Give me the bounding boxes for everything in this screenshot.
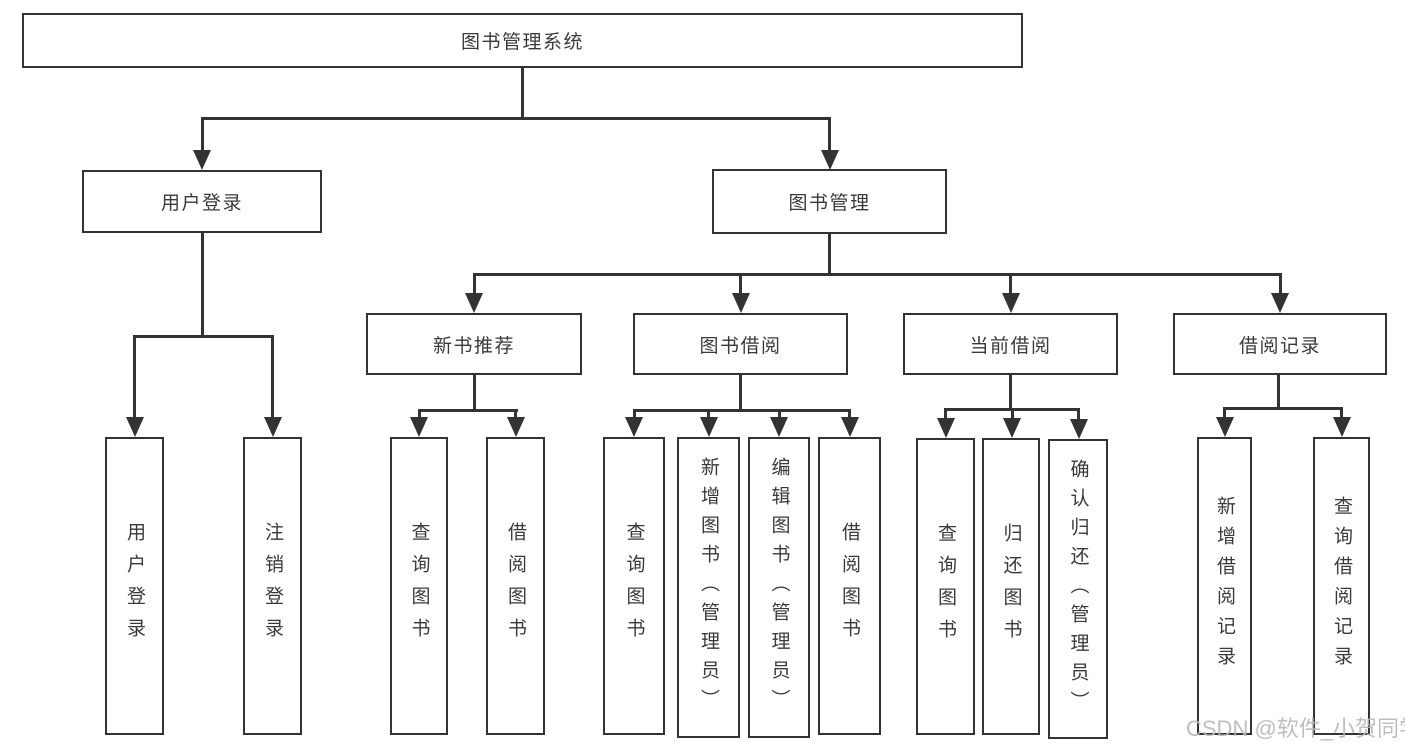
leaf-edit-books-admin: 编辑图书（管理员）	[748, 437, 810, 738]
node-root-label: 图书管理系统	[460, 32, 584, 53]
leaf-query-books-current-label: 查询图书	[935, 522, 956, 651]
leaf-user-login: 用户登录	[105, 437, 164, 735]
connector-borrow-records-stem	[1276, 374, 1280, 410]
arrowhead-leaf-query-cur	[936, 418, 955, 438]
connector-leaf-login-drop	[133, 335, 136, 419]
arrowhead-leaf-add-books	[699, 417, 718, 437]
leaf-borrow-books-recommend-label: 借阅图书	[505, 522, 526, 650]
leaf-user-login-label: 用户登录	[124, 522, 145, 650]
leaf-query-books-borrow-label: 查询图书	[623, 522, 645, 650]
node-user-login: 用户登录	[82, 170, 322, 233]
leaf-return-books: 归还图书	[982, 438, 1040, 735]
connector-borrow-records-drop	[1278, 273, 1282, 295]
arrowhead-leaf-borrow-rec	[506, 417, 525, 437]
node-new-book-recommend-label: 新书推荐	[432, 335, 515, 357]
connector-leaf-borrow-bor-drop	[848, 409, 851, 419]
connector-user-login-drop	[200, 117, 204, 152]
leaf-return-books-label: 归还图书	[1000, 522, 1022, 651]
connector-leaf-logout-drop	[271, 335, 274, 419]
leaf-borrow-books-borrow-label: 借阅图书	[839, 522, 860, 650]
leaf-query-borrow-record: 查询借阅记录	[1313, 437, 1370, 735]
connector-leaf-query-rec-drop	[417, 409, 421, 419]
leaf-query-books-recommend-label: 查询图书	[408, 522, 430, 650]
node-user-login-label: 用户登录	[160, 193, 243, 214]
leaf-add-borrow-record-label: 新增借阅记录	[1214, 496, 1235, 676]
leaf-borrow-books-borrow: 借阅图书	[818, 437, 881, 735]
arrowhead-leaf-edit-books	[770, 417, 788, 437]
arrowhead-leaf-confirm	[1069, 419, 1088, 439]
leaf-logout: 注销登录	[243, 437, 302, 735]
arrowhead-leaf-query-rec2	[1332, 417, 1351, 437]
connector-leaf-return-drop	[1010, 407, 1014, 419]
connector-user-login-stem	[200, 231, 204, 338]
node-borrow-records-label: 借阅记录	[1238, 335, 1321, 357]
leaf-logout-label: 注销登录	[262, 522, 283, 650]
node-book-borrow-label: 图书借阅	[699, 335, 782, 357]
connector-borrow-records-bus	[1223, 407, 1343, 410]
connector-book-mgmt-bus	[472, 273, 1282, 276]
leaf-query-books-current: 查询图书	[916, 438, 975, 735]
connector-leaf-query-bor-drop	[632, 409, 636, 419]
arrowhead-leaf-return	[1003, 418, 1021, 438]
leaf-query-books-recommend: 查询图书	[390, 437, 448, 735]
connector-root-stem	[520, 66, 524, 120]
arrowhead-book-mgmt	[820, 150, 839, 170]
connector-current-borrow-stem	[1009, 374, 1012, 410]
arrowhead-leaf-add-rec	[1215, 417, 1234, 437]
connector-new-book-rec-bus	[417, 409, 518, 412]
leaf-add-books-admin: 新增图书（管理员）	[677, 437, 740, 738]
node-current-borrow: 当前借阅	[903, 313, 1118, 375]
csdn-watermark: CSDN @软件_小贺同学	[1186, 716, 1405, 741]
leaf-add-borrow-record: 新增借阅记录	[1197, 437, 1252, 735]
leaf-borrow-books-recommend: 借阅图书	[486, 437, 545, 735]
connector-book-mgmt-stem	[828, 232, 831, 276]
connector-leaf-confirm-drop	[1077, 407, 1080, 420]
connector-leaf-query-cur-drop	[944, 407, 947, 419]
arrowhead-borrow-records	[1271, 293, 1289, 313]
connector-book-borrow-stem	[739, 374, 742, 412]
arrowhead-user-login	[193, 150, 211, 170]
leaf-confirm-return-admin: 确认归还（管理员）	[1048, 439, 1108, 739]
node-book-borrow: 图书借阅	[633, 313, 848, 375]
leaf-add-books-admin-label: 新增图书（管理员）	[698, 457, 719, 718]
connector-root-bus	[200, 117, 830, 120]
connector-new-book-rec-drop	[472, 273, 476, 295]
arrowhead-current-borrow	[1001, 293, 1020, 313]
arrowhead-leaf-query-bor	[625, 417, 643, 437]
arrowhead-book-borrow	[731, 293, 750, 313]
leaf-query-books-borrow: 查询图书	[603, 437, 665, 735]
leaf-query-borrow-record-label: 查询借阅记录	[1331, 496, 1352, 676]
connector-book-borrow-drop	[739, 273, 742, 295]
arrowhead-leaf-borrow-bor	[840, 417, 859, 437]
connector-leaf-borrow-rec-drop	[514, 409, 517, 419]
leaf-confirm-return-admin-label: 确认归还（管理员）	[1067, 458, 1089, 720]
connector-leaf-query-rec2-drop	[1340, 407, 1343, 419]
arrowhead-leaf-query-rec	[410, 417, 428, 437]
connector-leaf-add-books-drop	[707, 409, 710, 419]
node-borrow-records: 借阅记录	[1173, 313, 1387, 375]
connector-leaf-edit-books-drop	[777, 409, 781, 419]
connector-leaf-add-rec-drop	[1223, 407, 1226, 419]
node-book-management-label: 图书管理	[788, 193, 871, 214]
connector-user-login-bus	[133, 335, 274, 338]
node-book-management: 图书管理	[712, 169, 947, 234]
arrowhead-leaf-login	[125, 417, 144, 437]
node-current-borrow-label: 当前借阅	[969, 335, 1052, 357]
arrowhead-leaf-logout	[263, 417, 282, 437]
node-new-book-recommend: 新书推荐	[366, 313, 582, 375]
connector-current-borrow-drop	[1009, 273, 1012, 295]
connector-book-mgmt-drop	[828, 117, 831, 152]
leaf-edit-books-admin-label: 编辑图书（管理员）	[768, 457, 790, 718]
connector-new-book-rec-stem	[472, 374, 476, 412]
arrowhead-new-book-rec	[465, 293, 483, 313]
node-root: 图书管理系统	[22, 13, 1023, 68]
connector-book-borrow-bus	[632, 409, 851, 412]
